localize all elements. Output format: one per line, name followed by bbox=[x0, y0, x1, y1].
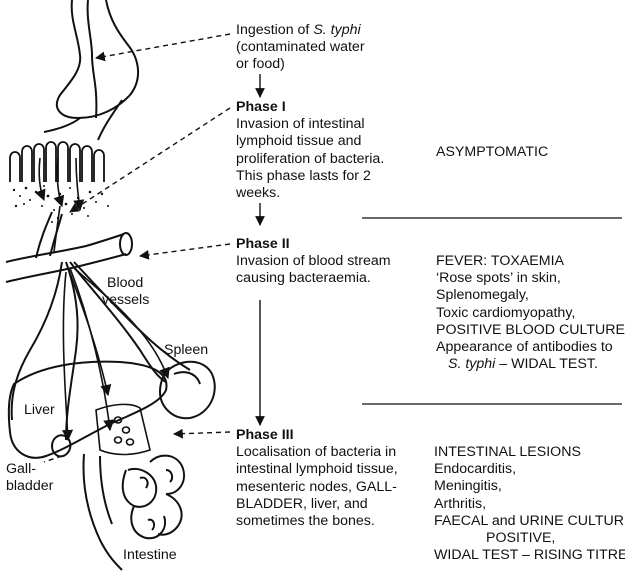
label-bladder: bladder bbox=[6, 478, 54, 494]
phase1-clinical-line: ASYMPTOMATIC bbox=[436, 144, 549, 160]
phase3-title: Phase III bbox=[236, 427, 294, 443]
label-vessels: vessels bbox=[102, 292, 150, 308]
mesenteric-nodes-drawing bbox=[95, 403, 151, 456]
blood-vessels-drawing bbox=[5, 211, 191, 441]
stomach-drawing bbox=[43, 0, 139, 141]
phase3-line: intestinal lymphoid tissue, bbox=[236, 461, 398, 478]
phase2-clinical-line: FEVER: TOXAEMIA bbox=[436, 253, 564, 269]
spleen-drawing bbox=[158, 360, 216, 420]
phase3-clinical-line: Arthritis, bbox=[434, 495, 487, 512]
circulation-arrows bbox=[61, 267, 170, 442]
phase2-title: Phase II bbox=[236, 236, 290, 252]
liver-drawing bbox=[7, 360, 168, 459]
phase2-description: Phase II Invasion of blood stream causin… bbox=[236, 236, 391, 288]
label-intestine: Intestine bbox=[123, 547, 177, 563]
phase2-line: causing bacteraemia. bbox=[236, 270, 371, 287]
phase2-clinical-line: Toxic cardiomyopathy, bbox=[436, 304, 576, 321]
ingestion-line-2: (contaminated water bbox=[236, 39, 365, 56]
phase1-line: weeks. bbox=[236, 185, 281, 202]
phase1-description: Phase I Invasion of intestinal lymphoid … bbox=[236, 99, 384, 202]
phase3-clinical-line: Meningitis, bbox=[434, 478, 502, 495]
phase2-clinical-line: Splenomegaly, bbox=[436, 287, 529, 304]
phase-separator-lines bbox=[362, 217, 622, 405]
phase3-description: Phase III Localisation of bacteria in in… bbox=[236, 427, 398, 530]
phase3-line: sometimes the bones. bbox=[236, 513, 375, 530]
label-blood: Blood bbox=[107, 275, 144, 291]
phase3-clinical-line: WIDAL TEST – RISING TITRES. bbox=[434, 547, 625, 564]
gallbladder-drawing bbox=[51, 434, 72, 458]
label-liver: Liver bbox=[24, 402, 55, 418]
phase1-line: lymphoid tissue and bbox=[236, 133, 362, 150]
phase2-clinical-widal: S. typhi – WIDAL TEST. bbox=[448, 356, 598, 373]
phase2-organism: S. typhi bbox=[448, 356, 496, 373]
ingestion-line-3: or food) bbox=[236, 56, 285, 73]
phase3-line: BLADDER, liver, and bbox=[236, 495, 368, 512]
phase2-clinical-line: Appearance of antibodies to bbox=[436, 339, 613, 356]
phase3-clinical-line: INTESTINAL LESIONS bbox=[434, 444, 581, 460]
label-gall: Gall- bbox=[6, 461, 36, 477]
phase1-line: Invasion of intestinal bbox=[236, 116, 365, 133]
phase1-title: Phase I bbox=[236, 99, 286, 115]
phase3-clinical-line: FAECAL and URINE CULTURE bbox=[434, 512, 625, 529]
phase2-clinical-line: ‘Rose spots’ in skin, bbox=[436, 270, 561, 287]
ingestion-line-1: Ingestion of S. typhi bbox=[236, 22, 361, 38]
intestinal-villi-drawing bbox=[9, 141, 105, 182]
label-spleen: Spleen bbox=[164, 342, 209, 358]
ingestion-organism: S. typhi bbox=[313, 22, 361, 38]
dashed-pointer-arrows bbox=[43, 33, 231, 463]
phase3-clinical: INTESTINAL LESIONS Endocarditis, Meningi… bbox=[434, 444, 625, 564]
phase2-clinical-line: POSITIVE BLOOD CULTURE, bbox=[436, 321, 625, 338]
phase3-clinical-line: POSITIVE, bbox=[486, 530, 556, 547]
intestine-drawing bbox=[82, 453, 185, 571]
phase2-line: Invasion of blood stream bbox=[236, 253, 391, 270]
phase3-line: mesenteric nodes, GALL- bbox=[236, 478, 397, 495]
phase3-clinical-line: Endocarditis, bbox=[434, 461, 517, 478]
phase1-line: proliferation of bacteria. bbox=[236, 150, 385, 167]
phase1-line: This phase lasts for 2 bbox=[236, 167, 371, 184]
phase3-line: Localisation of bacteria in bbox=[236, 444, 397, 461]
ingestion-text: Ingestion of S. typhi (contaminated wate… bbox=[236, 22, 365, 74]
phase2-clinical: FEVER: TOXAEMIA ‘Rose spots’ in skin, Sp… bbox=[416, 253, 625, 373]
phase1-clinical: ASYMPTOMATIC bbox=[436, 144, 548, 161]
